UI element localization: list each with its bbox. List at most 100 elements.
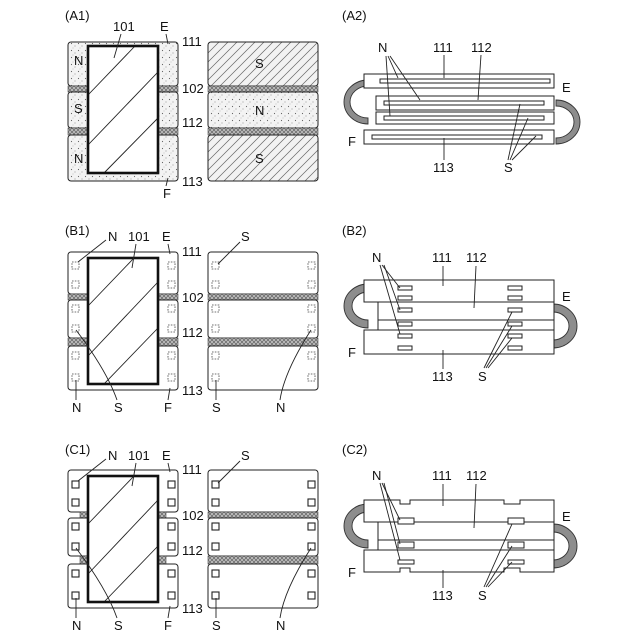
pad bbox=[212, 281, 219, 288]
plate-112 bbox=[378, 522, 554, 540]
panel-b1-title: (B1) bbox=[65, 223, 90, 238]
slot bbox=[398, 308, 412, 312]
label-f: F bbox=[164, 618, 172, 633]
label-113: 113 bbox=[432, 369, 453, 384]
pad bbox=[212, 570, 219, 577]
label-n: N bbox=[378, 40, 387, 55]
label-n: N bbox=[255, 103, 264, 118]
slot bbox=[384, 116, 544, 120]
pad bbox=[308, 305, 315, 312]
slot bbox=[398, 542, 414, 548]
label-s: S bbox=[255, 56, 264, 71]
label-112: 112 bbox=[466, 250, 487, 265]
pad bbox=[308, 523, 315, 530]
label-e: E bbox=[162, 448, 171, 463]
pad bbox=[212, 352, 219, 359]
pad bbox=[168, 543, 175, 550]
gap-band bbox=[208, 512, 318, 518]
slot bbox=[398, 334, 412, 338]
label-n: N bbox=[72, 618, 81, 633]
panel-b2: (B2) N 111 112 E F 113 S bbox=[342, 223, 577, 384]
pad bbox=[212, 543, 219, 550]
label-s: S bbox=[478, 369, 487, 384]
magnet-101-hatch bbox=[88, 476, 158, 602]
pad bbox=[308, 262, 315, 269]
label-n: N bbox=[276, 400, 285, 415]
plate-111-right bbox=[208, 252, 318, 294]
pad bbox=[308, 374, 315, 381]
label-f: F bbox=[163, 186, 171, 201]
label-102: 102 bbox=[182, 290, 204, 305]
label-e: E bbox=[162, 229, 171, 244]
pad bbox=[308, 543, 315, 550]
label-111: 111 bbox=[182, 244, 202, 259]
label-s: S bbox=[504, 160, 513, 175]
pad bbox=[212, 481, 219, 488]
slot bbox=[372, 135, 542, 139]
pad bbox=[212, 262, 219, 269]
plate-113-right bbox=[208, 564, 318, 608]
label-113: 113 bbox=[433, 160, 454, 175]
panel-c1: (C1) bbox=[65, 442, 318, 633]
pad bbox=[168, 281, 175, 288]
panel-b2-title: (B2) bbox=[342, 223, 367, 238]
label-n: N bbox=[108, 229, 117, 244]
label-111: 111 bbox=[182, 34, 202, 49]
panel-b1: (B1) bbox=[65, 223, 318, 415]
pad bbox=[212, 499, 219, 506]
pad bbox=[168, 352, 175, 359]
pad bbox=[72, 352, 79, 359]
pad bbox=[212, 325, 219, 332]
label-111: 111 bbox=[432, 468, 452, 483]
label-101: 101 bbox=[113, 19, 135, 34]
label-113: 113 bbox=[182, 174, 203, 189]
flex-bend-right bbox=[553, 304, 577, 348]
label-n: N bbox=[74, 53, 83, 68]
flex-bend-right bbox=[553, 524, 577, 568]
pad bbox=[308, 481, 315, 488]
slot bbox=[380, 79, 550, 83]
slot bbox=[508, 518, 524, 524]
pad bbox=[72, 325, 79, 332]
panel-c1-title: (C1) bbox=[65, 442, 90, 457]
label-102: 102 bbox=[182, 81, 204, 96]
pad bbox=[168, 499, 175, 506]
pad bbox=[308, 325, 315, 332]
label-n: N bbox=[108, 448, 117, 463]
label-111: 111 bbox=[182, 462, 202, 477]
magnet-101-hatch bbox=[88, 258, 158, 384]
pad bbox=[308, 352, 315, 359]
slot bbox=[398, 518, 414, 524]
label-f: F bbox=[348, 565, 356, 580]
plate-111 bbox=[364, 280, 554, 302]
pad bbox=[72, 543, 79, 550]
label-112: 112 bbox=[182, 543, 203, 558]
pad bbox=[72, 281, 79, 288]
slot bbox=[398, 322, 412, 326]
panel-c2: (C2) N 111 112 E F 113 S bbox=[342, 442, 577, 603]
pad bbox=[168, 374, 175, 381]
label-s: S bbox=[255, 151, 264, 166]
pad bbox=[168, 325, 175, 332]
label-n: N bbox=[72, 400, 81, 415]
slot bbox=[398, 286, 412, 290]
pad bbox=[72, 374, 79, 381]
label-113: 113 bbox=[182, 601, 203, 616]
label-f: F bbox=[164, 400, 172, 415]
slot bbox=[398, 346, 412, 350]
pad bbox=[308, 592, 315, 599]
slot bbox=[508, 346, 522, 350]
slot bbox=[508, 334, 522, 338]
slot bbox=[508, 308, 522, 312]
pad bbox=[168, 592, 175, 599]
slot bbox=[508, 286, 522, 290]
gap-band bbox=[208, 294, 318, 300]
flex-bend-right bbox=[556, 100, 580, 144]
panel-c2-title: (C2) bbox=[342, 442, 367, 457]
label-s: S bbox=[114, 618, 123, 633]
label-s: S bbox=[212, 618, 221, 633]
gap-band bbox=[208, 128, 318, 135]
label-s: S bbox=[241, 448, 250, 463]
label-102: 102 bbox=[182, 508, 204, 523]
